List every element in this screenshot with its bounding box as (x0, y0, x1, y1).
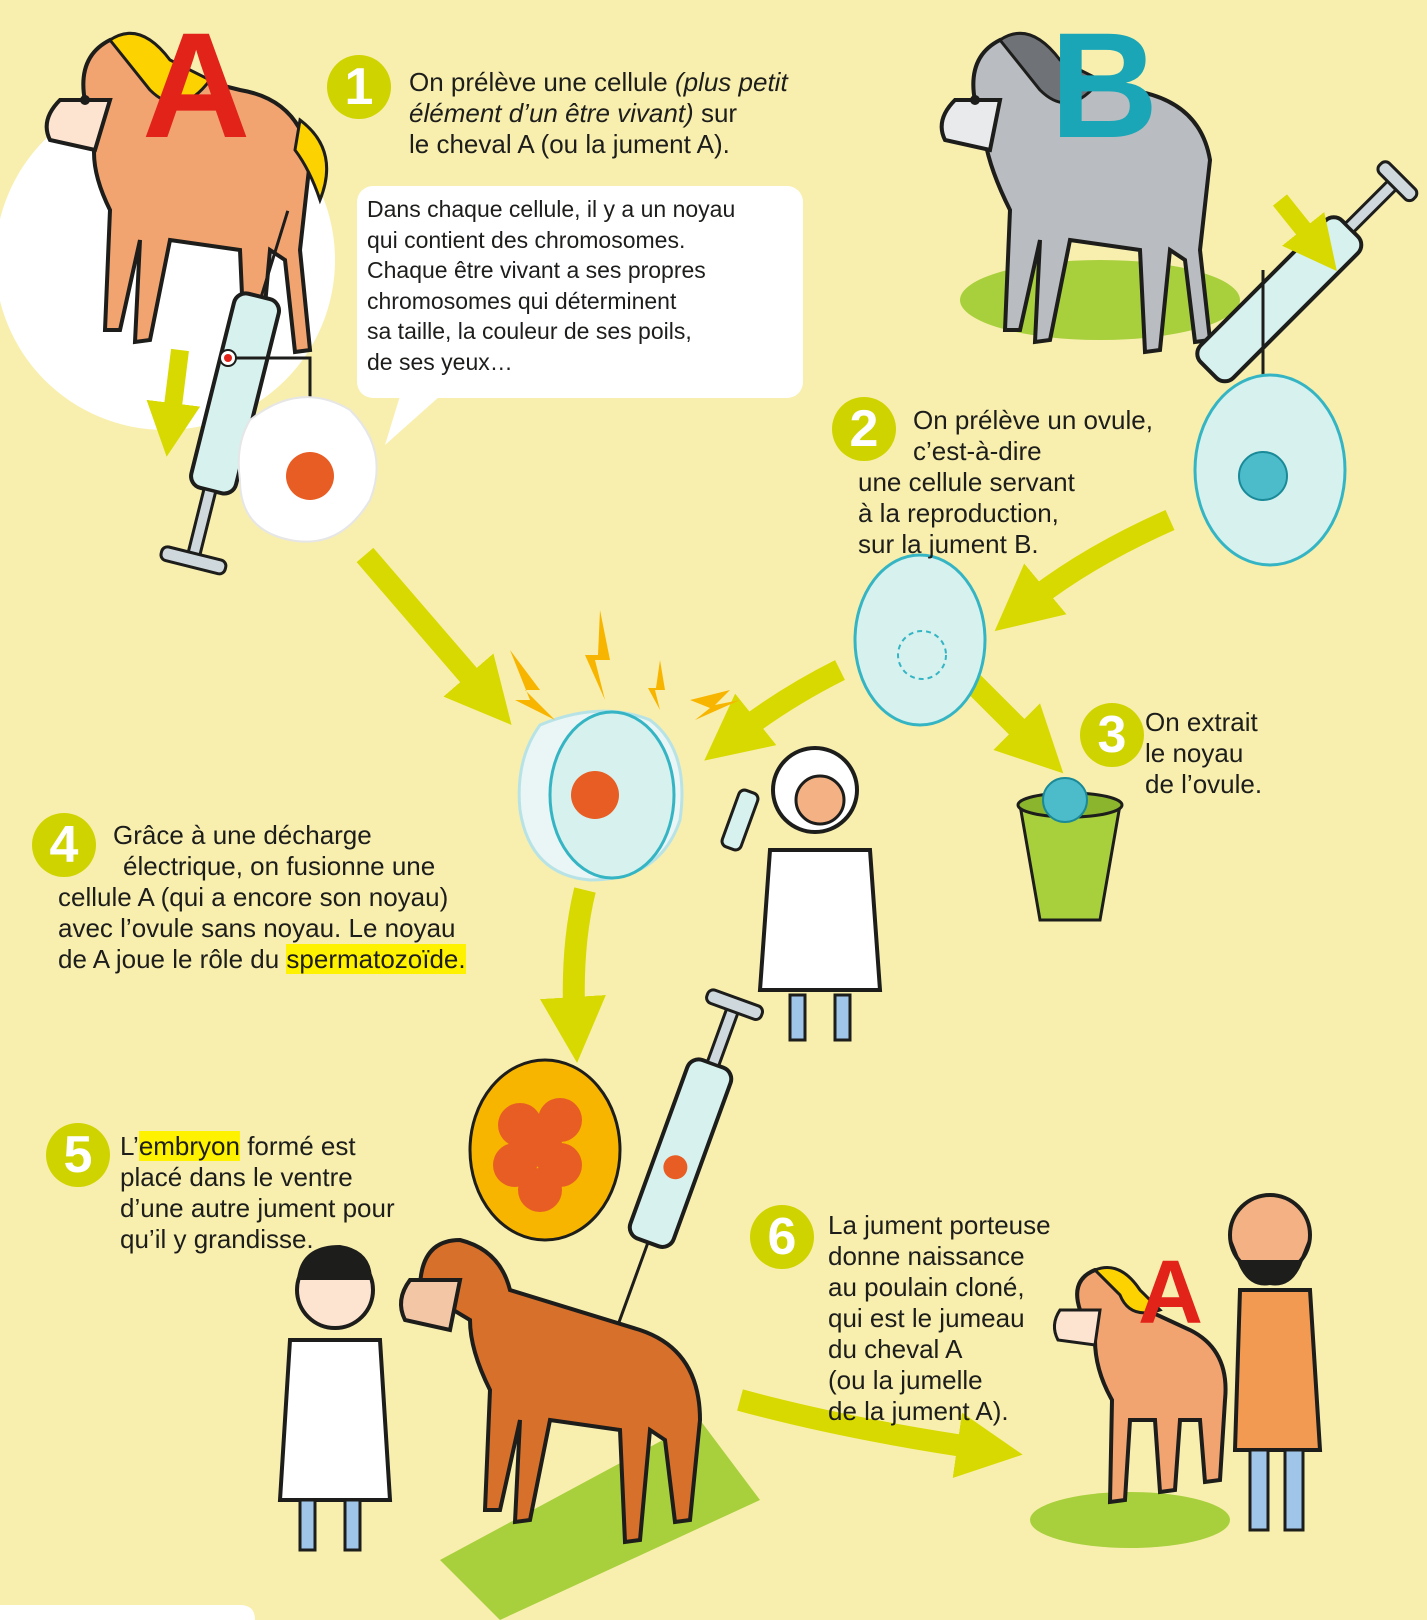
horse-a-label: A (142, 10, 250, 160)
surrogate-mare-icon (401, 1240, 760, 1620)
owner-icon (1230, 1195, 1320, 1530)
embryo-icon (470, 1060, 620, 1240)
step-4-text: Grâce à une décharge électrique, on fusi… (58, 820, 466, 975)
fused-cell-icon (519, 711, 682, 880)
corner-tab (0, 1605, 255, 1620)
enucleated-ovule-icon (855, 555, 985, 725)
step-5-badge: 5 (46, 1123, 110, 1187)
chromosome-bubble: Dans chaque cellule, il y a un noyau qui… (357, 186, 803, 398)
vet-icon (280, 1245, 390, 1550)
horse-b-label: B (1050, 10, 1158, 160)
step-5-text: L’embryon formé est placé dans le ventre… (120, 1131, 395, 1255)
bubble-text: Dans chaque cellule, il y a un noyau qui… (367, 194, 735, 377)
foal-a-label: A (1138, 1248, 1203, 1338)
syringe-b-icon (1192, 159, 1420, 387)
step-1-text: On prélève une cellule (plus petit éléme… (409, 67, 788, 160)
lightning-icon (510, 610, 740, 720)
step-3-badge: 3 (1080, 703, 1144, 767)
embryon-highlight: embryon (139, 1131, 240, 1161)
trash-bin-icon (1018, 778, 1122, 920)
step-3-text: On extrait le noyau de l’ovule. (1145, 707, 1262, 800)
step-6-badge: 6 (750, 1205, 814, 1269)
step-1-badge: 1 (327, 55, 391, 119)
scientist-icon (720, 748, 880, 1040)
step-2-text: On prélève un ovule, c’est-à-dire une ce… (858, 405, 1153, 560)
step-6-text: La jument porteuse donne naissance au po… (828, 1210, 1051, 1427)
spermatozoide-highlight: spermatozoïde. (286, 944, 465, 974)
